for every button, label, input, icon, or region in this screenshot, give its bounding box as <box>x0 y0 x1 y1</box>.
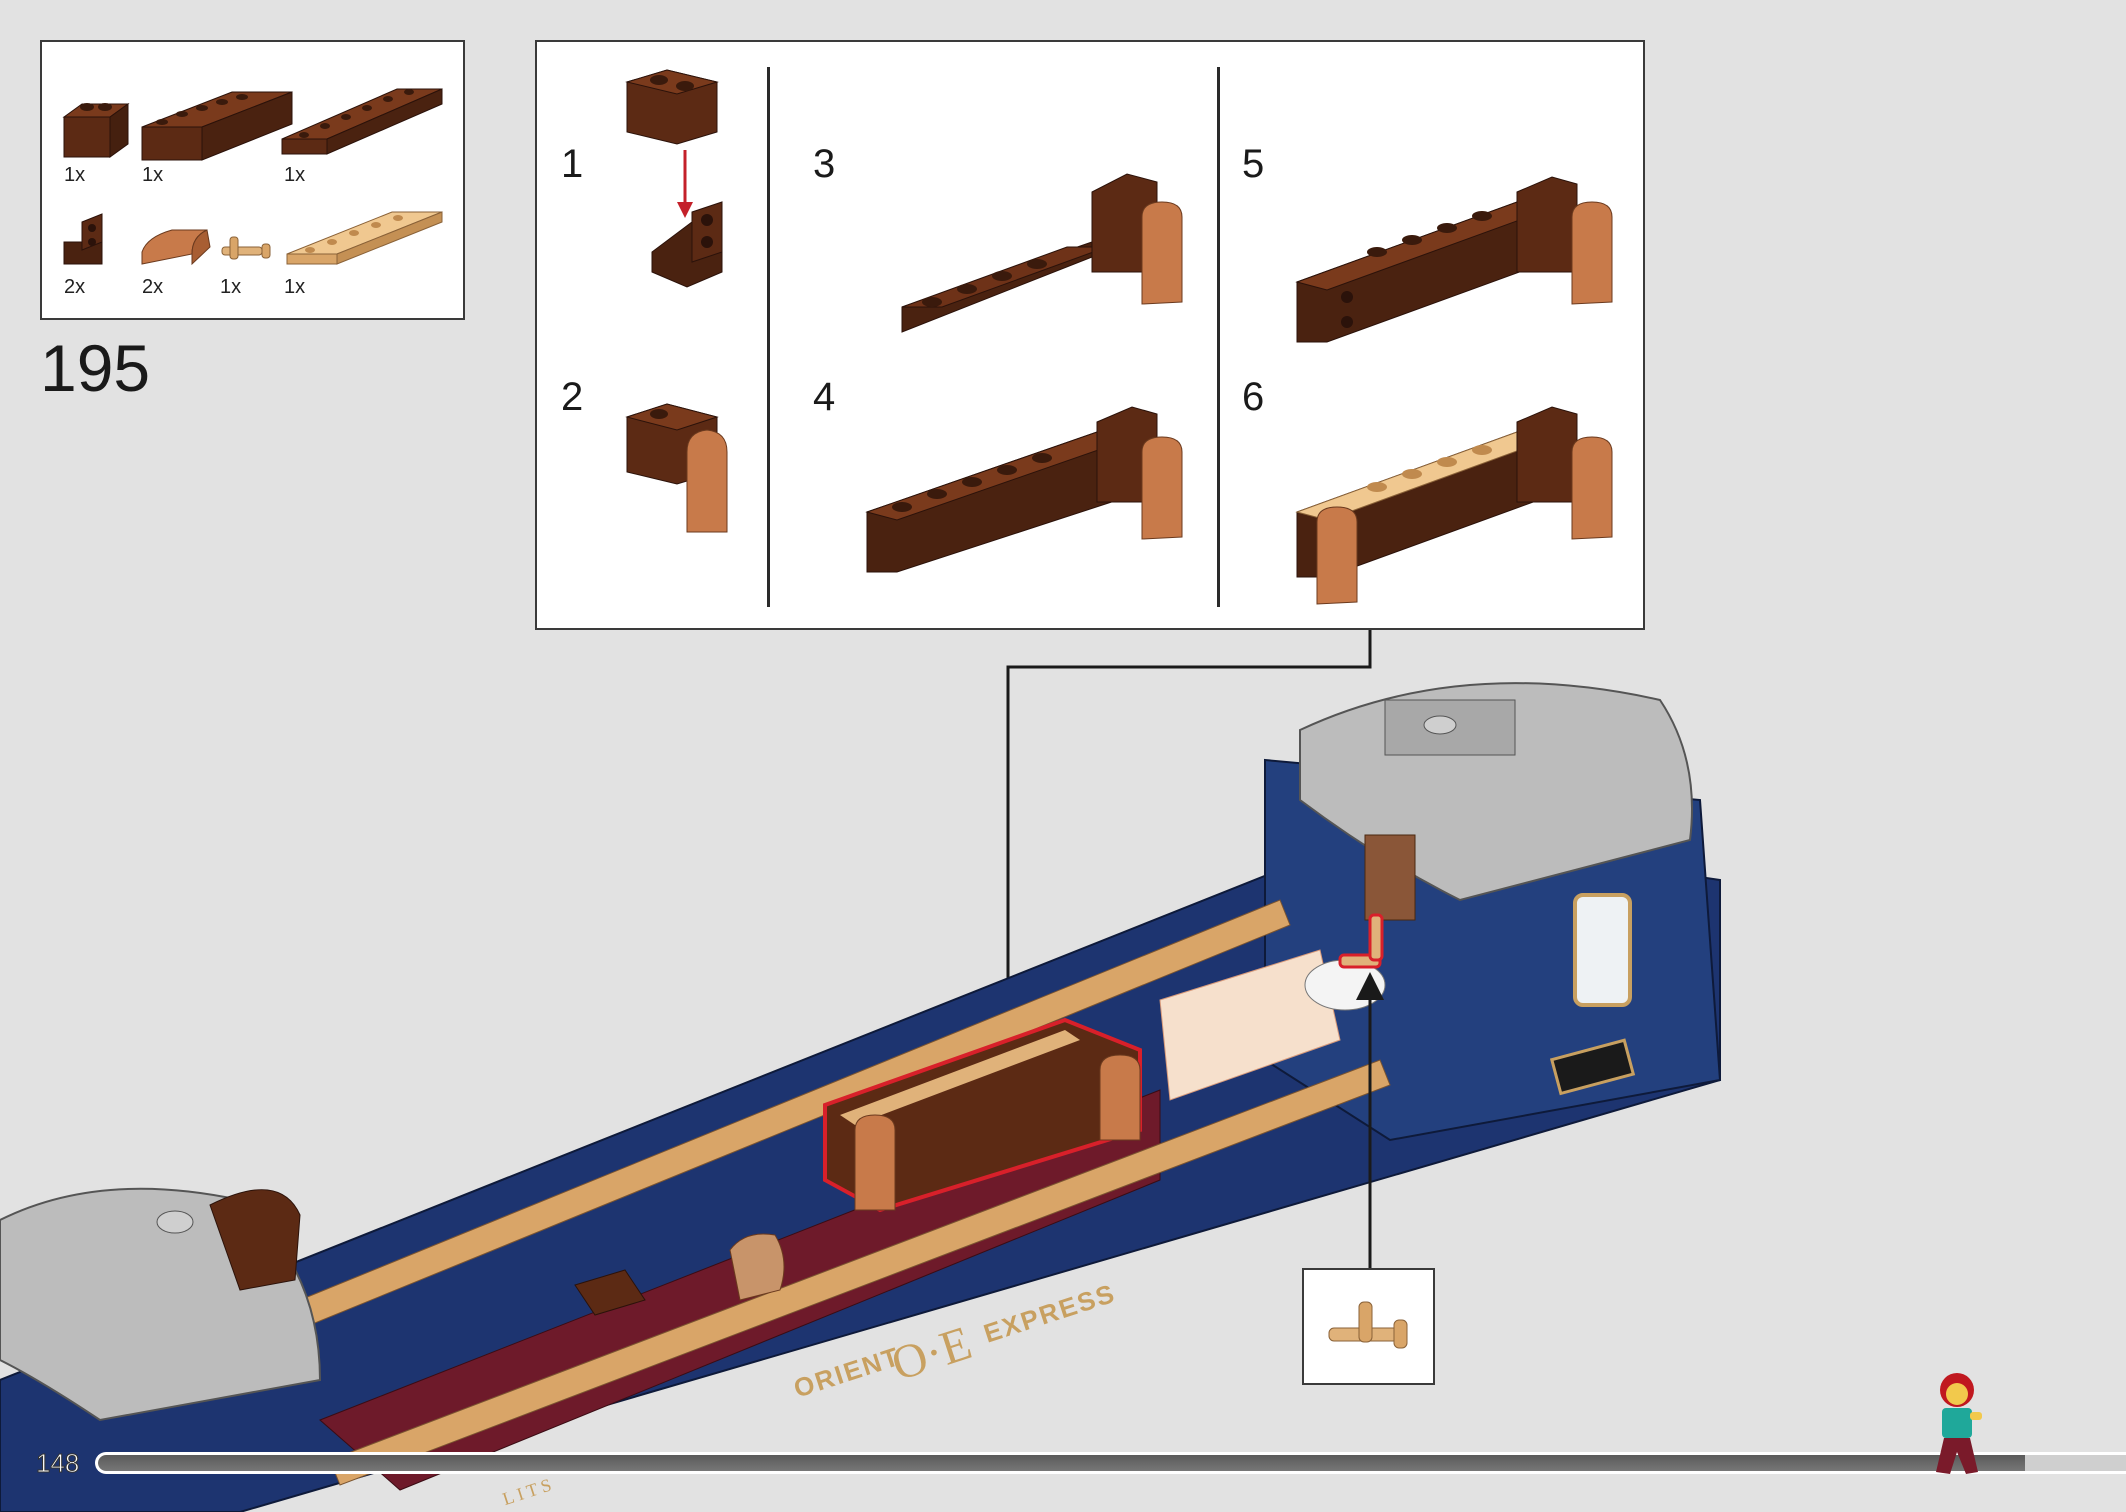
parts-list-box: 1x 1x 1x 2x 2x 1x 1x <box>40 40 465 320</box>
tap-highlight <box>1338 913 1384 969</box>
substep-label-3: 3 <box>813 142 836 186</box>
substep-divider-2 <box>1217 67 1220 607</box>
substep-2-image <box>625 403 728 533</box>
part-qty-3: 2x <box>64 276 86 298</box>
step-number: 195 <box>40 331 151 405</box>
top-rail <box>299 899 1291 1326</box>
lower-livery-text: LITS <box>500 1473 558 1510</box>
substeps-box: 1 2 3 4 5 6 <box>535 40 1645 630</box>
part-qty-5: 1x <box>220 276 242 298</box>
substep-5-image <box>1295 176 1613 343</box>
brick-1x6-image <box>141 91 293 161</box>
brand-left-text: ORIENT <box>790 1340 905 1404</box>
cab-roof <box>1299 682 1693 902</box>
plate-1x8-image <box>281 88 443 155</box>
tap-pipe-image <box>221 236 271 260</box>
highlighted-bench <box>823 1017 1142 1213</box>
rear-cab-roof <box>0 1187 322 1422</box>
brick-1x2-image <box>62 103 130 158</box>
train-floor <box>319 1089 1161 1491</box>
substep-3-image <box>901 173 1183 333</box>
part-qty-1: 1x <box>142 164 164 186</box>
callout-arrow <box>994 1002 1022 1030</box>
part-qty-6: 1x <box>284 276 306 298</box>
sink <box>1304 959 1386 1011</box>
train-body <box>0 828 1721 1512</box>
substeps-illustrations <box>625 69 1613 605</box>
substep-label-2: 2 <box>561 375 584 419</box>
substep-1-image <box>625 69 723 288</box>
part-qty-0: 1x <box>64 164 86 186</box>
brand-logo: O·E <box>885 1316 978 1392</box>
brand-right-text: EXPRESS <box>980 1277 1120 1349</box>
substep-4-image <box>865 406 1183 573</box>
progress-fill <box>98 1455 2025 1471</box>
lower-rail <box>329 1059 1391 1486</box>
parts-list-images <box>62 88 443 266</box>
substep-label-6: 6 <box>1242 375 1265 419</box>
part-qty-2: 1x <box>284 164 306 186</box>
substep-label-5: 5 <box>1242 142 1265 186</box>
tap-pipe-callout-image <box>1328 1301 1408 1349</box>
part-qty-4: 2x <box>142 276 164 298</box>
substep-label-4: 4 <box>813 375 836 419</box>
train-cab <box>1264 758 1722 1142</box>
substep-divider-1 <box>767 67 770 607</box>
substep-label-1: 1 <box>561 142 584 186</box>
part-callout-box <box>1302 1268 1435 1385</box>
substep-6-image <box>1295 406 1613 605</box>
callout-connector <box>1006 630 1372 1015</box>
bracket-image <box>63 213 103 265</box>
page-number: 148 <box>35 1448 80 1479</box>
tile-1x8-image <box>286 211 443 265</box>
progress-track <box>95 1452 2126 1474</box>
checker-floor <box>1159 949 1341 1101</box>
curved-slope-image <box>141 229 211 266</box>
minifigure-icon <box>1936 1373 1982 1474</box>
